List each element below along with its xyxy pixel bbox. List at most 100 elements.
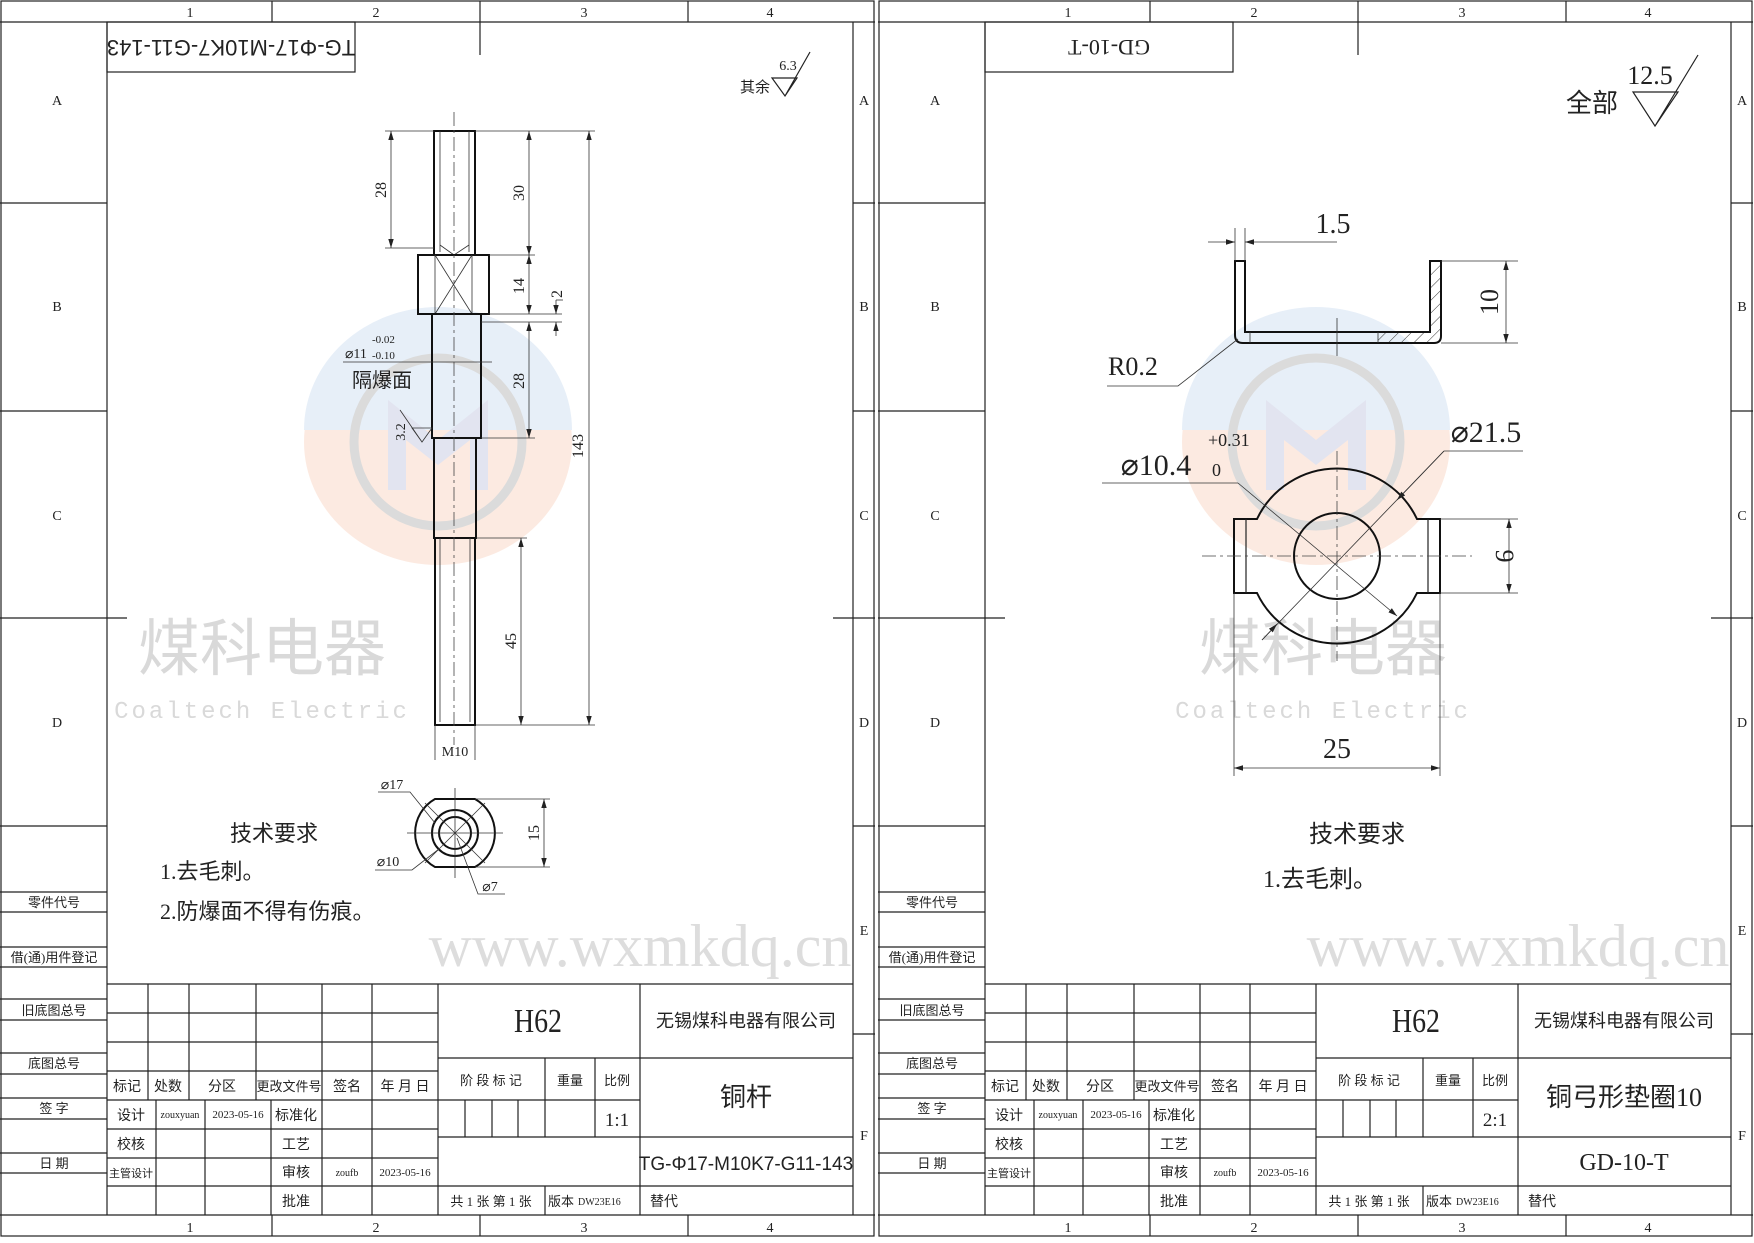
column-label: 4 (767, 6, 774, 21)
code-box-label: GD-10-T (1068, 35, 1150, 60)
side-label: 旧底图总号 (21, 1003, 86, 1018)
dim-tab-width: 9 (1490, 550, 1519, 563)
watermark-brand-en: Coaltech Electric (1175, 699, 1471, 726)
row-label: D (1737, 716, 1747, 731)
label-replace: 替代 (650, 1194, 678, 1210)
scale-value: 1:1 (605, 1110, 629, 1131)
header-mark: 标记 (991, 1079, 1019, 1095)
column-label: 3 (1459, 1221, 1466, 1236)
watermark-logo (304, 307, 572, 565)
washer-drawing: 全部12.51.510R0.2⌀10.4+0.310⌀21.5925技术要求1.… (1102, 54, 1699, 893)
watermark-url: www.wxmkdq.cn (1307, 913, 1730, 979)
label-weight: 重量 (557, 1073, 583, 1088)
roughness-symbol-icon (1631, 54, 1699, 128)
watermark-url: www.wxmkdq.cn (429, 913, 852, 979)
dim-hex-len: 14 (511, 278, 528, 294)
part-name: 铜弓形垫圈10 (1546, 1083, 1702, 1112)
side-label: 签 字 (39, 1101, 68, 1116)
seal-roughness: 3.2 (394, 423, 409, 441)
row-label: B (930, 300, 939, 315)
label-standardize: 标准化 (275, 1108, 317, 1124)
end-view: 15⌀17⌀10⌀7 (375, 778, 550, 895)
label-review: 审核 (1160, 1165, 1188, 1181)
row-label: B (1737, 300, 1746, 315)
column-label: 3 (581, 6, 588, 21)
roughness-symbol-icon (399, 409, 433, 443)
dim-thickness: 1.5 (1316, 209, 1351, 240)
row-label: B (52, 300, 61, 315)
header-count: 处数 (154, 1079, 182, 1095)
label-stage-mark: 阶 段 标 记 (1338, 1073, 1400, 1088)
row-label: F (860, 1129, 868, 1144)
version-value: DW23E16 (1456, 1197, 1499, 1208)
dim-hole-tol-upper: +0.31 (1208, 430, 1250, 450)
row-label: A (859, 94, 870, 109)
row-label: B (859, 300, 868, 315)
material: H62 (514, 1003, 562, 1040)
seal-surface-label: 隔爆面 (352, 369, 412, 392)
column-label: 1 (1065, 6, 1072, 21)
label-scale: 比例 (604, 1073, 630, 1088)
label-check: 校核 (995, 1136, 1023, 1153)
dim-gap: 2 (549, 290, 566, 298)
row-label: C (52, 509, 61, 524)
label-version: 版本 (1426, 1194, 1452, 1209)
tech-requirements-title: 技术要求 (1309, 821, 1405, 848)
side-label: 零件代号 (28, 895, 80, 910)
code-box (984, 21, 1234, 73)
tech-requirement-item: 1.去毛刺。 (160, 859, 265, 884)
side-label: 底图总号 (906, 1056, 958, 1071)
row-label: D (859, 716, 869, 731)
side-label: 零件代号 (906, 895, 958, 910)
side-label: 借(通)用件登记 (11, 950, 98, 965)
row-label: D (930, 716, 940, 731)
company-name: 无锡煤科电器有限公司 (1534, 1011, 1714, 1031)
side-label: 日 期 (917, 1156, 946, 1171)
dim-seal-dia: ⌀11 (345, 347, 367, 362)
column-label: 1 (187, 1221, 194, 1236)
review-date: 2023-05-16 (1257, 1167, 1309, 1179)
scale-value: 2:1 (1483, 1110, 1507, 1131)
dim-top-thread: 28 (373, 182, 390, 198)
header-change-doc: 更改文件号 (256, 1079, 321, 1094)
row-label: D (52, 716, 62, 731)
column-label: 4 (1645, 6, 1652, 21)
row-label: C (930, 509, 939, 524)
side-label: 日 期 (39, 1156, 68, 1171)
review-date: 2023-05-16 (379, 1167, 431, 1179)
label-lead-design: 主管设计 (109, 1166, 153, 1180)
side-label: 底图总号 (28, 1056, 80, 1071)
row-label: E (860, 924, 869, 939)
design-date: 2023-05-16 (1090, 1109, 1142, 1121)
designer-name: zouxyuan (1039, 1110, 1078, 1121)
column-label: 4 (1645, 1221, 1652, 1236)
header-zone: 分区 (1086, 1079, 1114, 1095)
tech-requirements-title: 技术要求 (230, 821, 318, 846)
column-label: 1 (187, 6, 194, 21)
column-label: 4 (767, 1221, 774, 1236)
tech-requirement-item: 1.去毛刺。 (1263, 866, 1377, 893)
column-label: 2 (373, 6, 380, 21)
label-lead-design: 主管设计 (987, 1166, 1031, 1180)
label-standardize: 标准化 (1153, 1108, 1195, 1124)
company-name: 无锡煤科电器有限公司 (656, 1011, 836, 1031)
version-value: DW23E16 (578, 1197, 621, 1208)
washer-plan-outline (1233, 467, 1441, 645)
header-signature: 签名 (333, 1078, 361, 1095)
design-date: 2023-05-16 (212, 1109, 264, 1121)
header-change-doc: 更改文件号 (1134, 1079, 1199, 1094)
column-label: 2 (373, 1221, 380, 1236)
label-version: 版本 (548, 1194, 574, 1209)
dim-hex-dia: ⌀17 (381, 778, 403, 793)
roughness-symbol-icon (770, 51, 811, 98)
dim-overall-width: 25 (1323, 734, 1351, 765)
row-label: A (52, 94, 63, 109)
tech-requirement-item: 2.防爆面不得有伤痕。 (160, 899, 375, 924)
dim-seal-tol-upper: -0.02 (372, 334, 395, 346)
column-label: 3 (581, 1221, 588, 1236)
dim-thread-len: 45 (503, 633, 520, 649)
